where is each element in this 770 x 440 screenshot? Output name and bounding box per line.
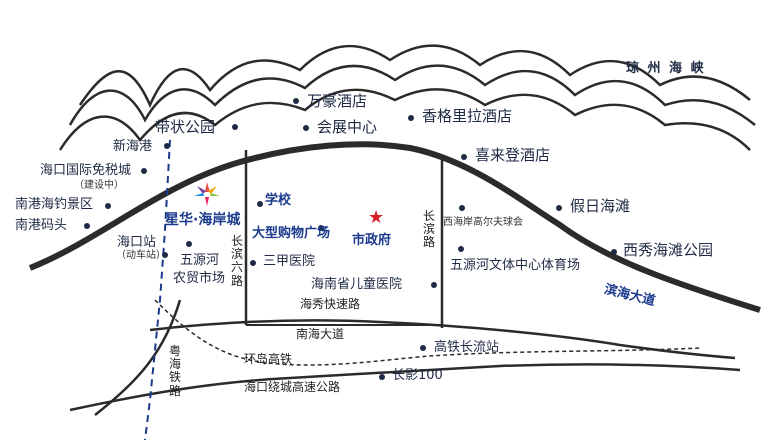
convention-center-label: 会展中心	[317, 118, 378, 136]
city-hall-star-icon: ★	[368, 207, 385, 228]
changbin-6-road-label: 长滨六路	[230, 234, 243, 288]
haikou-station-note: （动车站）	[116, 250, 166, 261]
nangang-pier-label: 南港码头	[15, 218, 68, 233]
poi-dot	[431, 282, 437, 288]
yuehai-railway-curve	[94, 299, 182, 416]
poi-dot	[408, 115, 414, 121]
mall-label: 大型购物广场	[252, 226, 331, 241]
poi-dot	[105, 203, 111, 209]
changying-label: 长影100	[392, 368, 443, 383]
haikou-station-label: 海口站	[117, 235, 157, 250]
poi-dot	[420, 345, 426, 351]
sea-label: 琼 州 海 峡	[626, 61, 706, 76]
sheraton-hotel-label: 喜来登酒店	[475, 146, 551, 164]
ring-expressway-line	[69, 363, 741, 412]
sanjia-hospital-label: 三甲医院	[263, 254, 316, 269]
poi-dot	[141, 168, 147, 174]
poi-dot	[250, 260, 256, 266]
poi-dot	[611, 249, 617, 255]
coastline-wave-2	[68, 64, 756, 126]
wuyuanhe-market-line2: 农贸市场	[173, 271, 226, 286]
poi-dot	[186, 241, 192, 247]
nanhai-avenue-label: 南海大道	[296, 327, 345, 341]
poi-dot	[164, 143, 170, 149]
poi-dot	[458, 246, 464, 252]
gaotie-changliu-label: 高铁长流站	[434, 340, 500, 355]
duty-free-label: 海口国际免税城	[40, 163, 132, 178]
sports-center-label: 五源河文体中心体育场	[450, 258, 581, 273]
xinhai-port-label: 新海港	[113, 139, 153, 154]
project-logo-icon	[194, 182, 220, 206]
poi-dot	[461, 154, 467, 160]
poi-dot	[318, 225, 324, 231]
yuehai-railway-label: 粤海铁路	[168, 344, 181, 398]
shangri-la-hotel-label: 香格里拉酒店	[422, 107, 513, 125]
changbin-road-label: 长滨路	[422, 209, 435, 250]
haixiu-expressway-label: 海秀快速路	[300, 297, 361, 311]
golf-club-label: 西海岸高尔夫球会	[443, 217, 523, 228]
project-name: 星华·海岸城	[165, 212, 241, 228]
coastline-wave-1	[78, 44, 751, 109]
poi-dot	[379, 374, 385, 380]
coastline-wave-3	[58, 88, 751, 151]
ring-expressway-label: 海口绕城高速公路	[244, 380, 341, 394]
children-hospital-label: 海南省儿童医院	[311, 277, 403, 292]
duty-free-note: （建设中）	[74, 180, 124, 191]
poi-dot	[162, 252, 168, 258]
blue-dashed-railway	[144, 139, 171, 440]
poi-dot	[556, 205, 562, 211]
xixiu-park-label: 西秀海滩公园	[623, 241, 714, 259]
huandao-hsr-label: 环岛高铁	[244, 352, 293, 366]
binhai-avenue-line	[28, 141, 761, 313]
city-hall-label: 市政府	[352, 233, 392, 248]
nangang-fishing-label: 南港海钓景区	[15, 197, 94, 212]
poi-dot	[459, 205, 465, 211]
nanhai-avenue-line	[149, 319, 736, 360]
school-label: 学校	[265, 193, 292, 208]
poi-dot	[257, 201, 263, 207]
poi-dot	[293, 98, 299, 104]
poi-dot	[232, 124, 238, 130]
poi-dot	[303, 125, 309, 131]
holiday-beach-label: 假日海滩	[570, 197, 631, 215]
wanhao-hotel-label: 万豪酒店	[307, 92, 368, 110]
wuyuanhe-market-line1: 五源河	[180, 253, 220, 268]
belt-park-label: 带状公园	[155, 118, 216, 136]
huandao-hsr-line	[154, 299, 701, 366]
poi-dot	[84, 223, 90, 229]
